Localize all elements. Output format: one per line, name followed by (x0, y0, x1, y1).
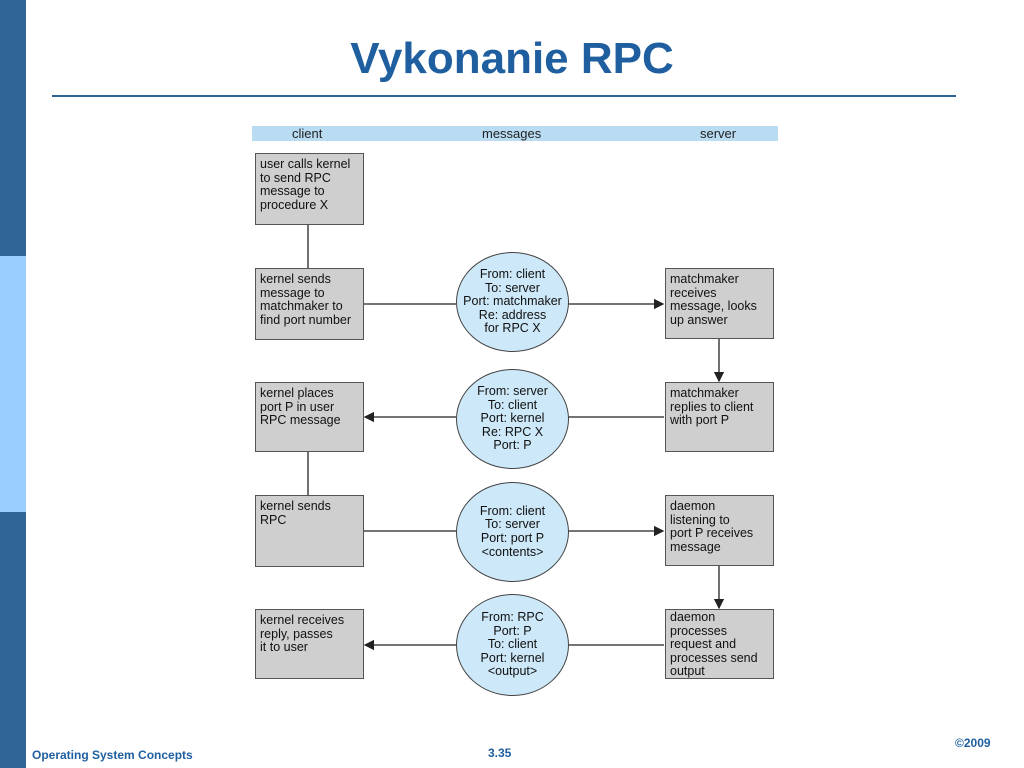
client-step-5: kernel receives reply, passes it to user (255, 609, 364, 679)
client-step-4: kernel sends RPC (255, 495, 364, 567)
slide-title: Vykonanie RPC (350, 34, 674, 83)
server-step-3: daemon listening to port P receives mess… (665, 495, 774, 566)
footer-slide-number: 3.35 (488, 746, 512, 760)
column-header-messages: messages (482, 126, 542, 141)
left-accent-bar-bottom (0, 512, 26, 768)
left-accent-bar-top (0, 0, 26, 256)
message-ellipse-2: From: server To: client Port: kernel Re:… (456, 369, 569, 469)
server-step-4: daemon processes request and processes s… (665, 609, 774, 679)
message-ellipse-4: From: RPC Port: P To: client Port: kerne… (456, 594, 569, 696)
footer-course-name: Operating System Concepts (32, 748, 193, 762)
client-step-2: kernel sends message to matchmaker to fi… (255, 268, 364, 340)
left-accent-bar-middle (0, 256, 26, 512)
footer-copyright: ©2009 (955, 736, 991, 750)
message-ellipse-1: From: client To: server Port: matchmaker… (456, 252, 569, 352)
client-step-1: user calls kernel to send RPC message to… (255, 153, 364, 225)
title-underline (52, 95, 956, 97)
rpc-diagram: client messages server user calls kernel… (252, 126, 778, 696)
message-ellipse-3: From: client To: server Port: port P <co… (456, 482, 569, 582)
server-step-1: matchmaker receives message, looks up an… (665, 268, 774, 339)
column-header-bar: client messages server (252, 126, 778, 141)
column-header-server: server (700, 126, 737, 141)
column-header-client: client (292, 126, 323, 141)
client-step-3: kernel places port P in user RPC message (255, 382, 364, 452)
server-step-2: matchmaker replies to client with port P (665, 382, 774, 452)
connector-lines (307, 225, 725, 651)
